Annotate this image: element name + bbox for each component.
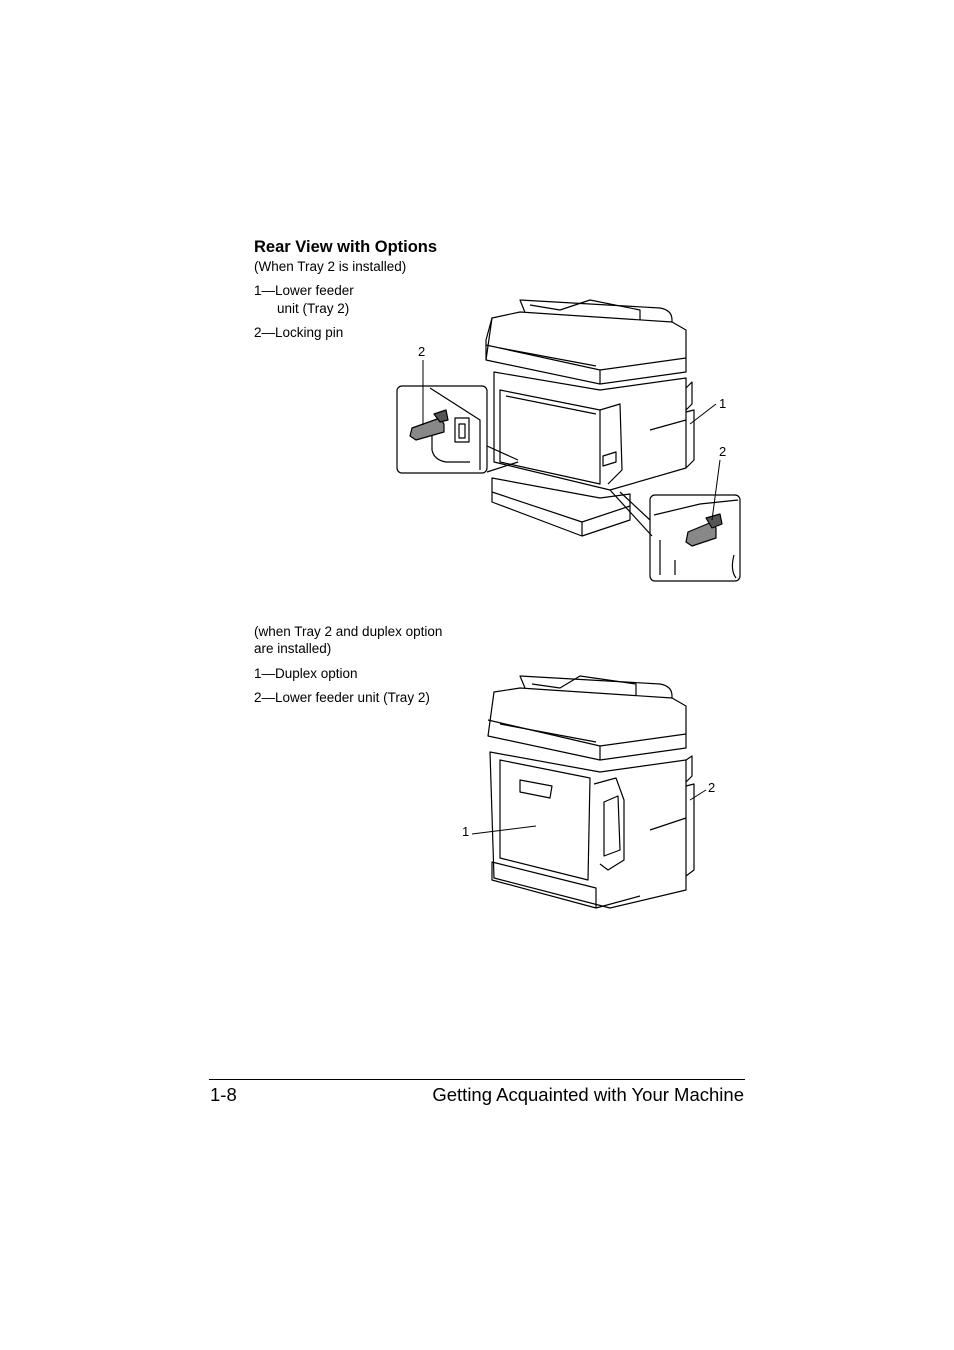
section2-legend-item-1: 1—Duplex option <box>254 666 358 681</box>
callout-1-duplex: 1 <box>462 824 469 839</box>
section1-legend-item-1: 1—Lower feeder <box>254 283 354 298</box>
page-number: 1-8 <box>210 1084 237 1105</box>
footer-rule <box>209 1079 745 1080</box>
callout-2-right: 2 <box>719 444 726 459</box>
section2-subtitle: (when Tray 2 and duplex option <box>254 624 443 639</box>
callout-1: 1 <box>719 396 726 411</box>
callout-2-left: 2 <box>418 344 425 359</box>
section2-legend-item-2: 2—Lower feeder unit (Tray 2) <box>254 690 430 705</box>
section1-subtitle: (When Tray 2 is installed) <box>254 259 407 274</box>
section-title: Rear View with Options <box>254 238 438 256</box>
rear-view-duplex-illustration: 1 2 <box>462 675 715 909</box>
section1-legend-item-2: 2—Locking pin <box>254 325 344 340</box>
section1-legend-item-1-cont: unit (Tray 2) <box>277 301 350 316</box>
section2-subtitle-cont: are installed) <box>254 641 332 656</box>
chapter-title: Getting Acquainted with Your Machine <box>432 1084 744 1105</box>
rear-view-tray2-illustration: 2 1 2 <box>396 299 741 582</box>
callout-2-tray: 2 <box>708 780 715 795</box>
